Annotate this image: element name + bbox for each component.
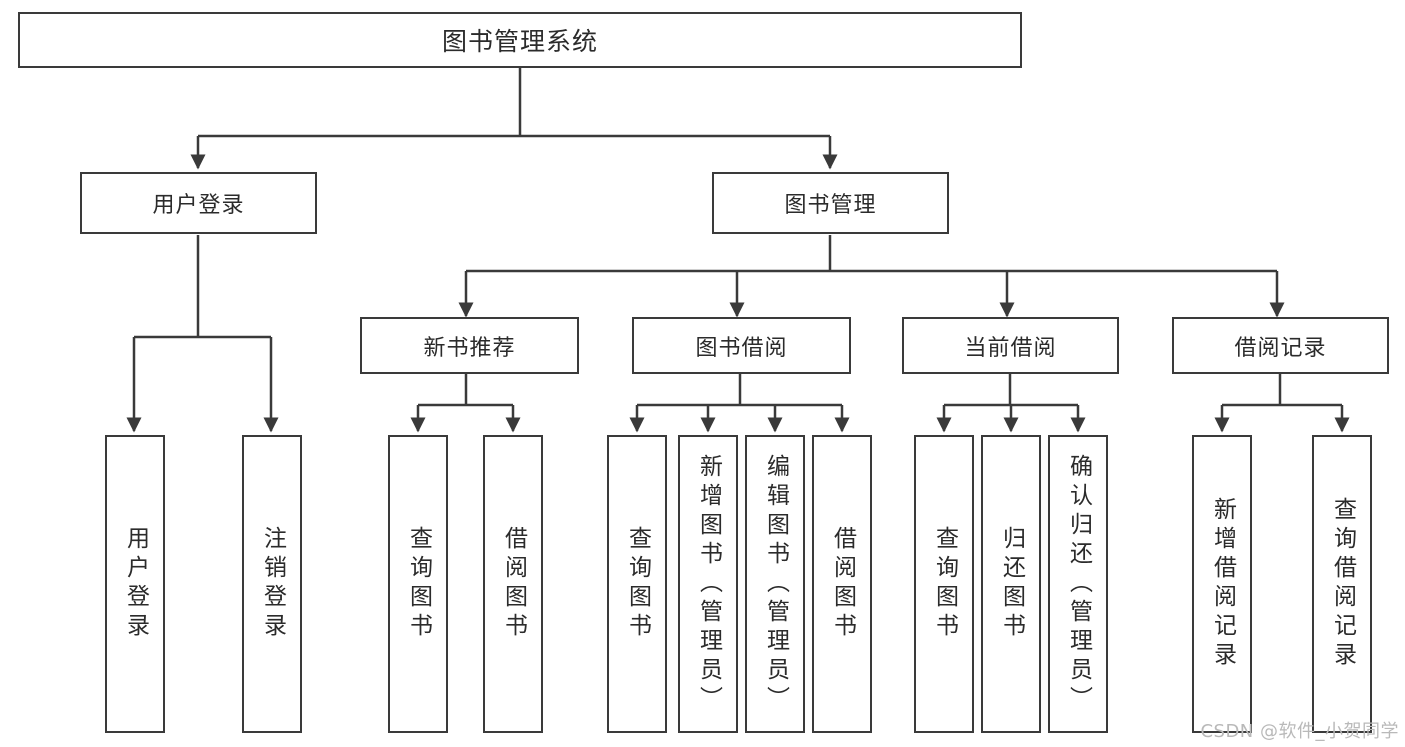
node-leaf-borrow-book-1-label: 借阅图书	[500, 526, 527, 642]
node-leaf-query-book-2[interactable]: 查询图书	[607, 435, 667, 733]
node-leaf-edit-book[interactable]: 编辑图书（管理员）	[745, 435, 805, 733]
node-borrow-record[interactable]: 借阅记录	[1172, 317, 1389, 374]
node-book-borrow[interactable]: 图书借阅	[632, 317, 851, 374]
node-leaf-query-book-1-label: 查询图书	[405, 526, 432, 642]
node-leaf-add-book-label: 新增图书（管理员）	[695, 453, 722, 715]
node-leaf-confirm-return[interactable]: 确认归还（管理员）	[1048, 435, 1108, 733]
node-book-borrow-label: 图书借阅	[695, 335, 788, 361]
node-root[interactable]: 图书管理系统	[18, 12, 1022, 68]
node-current-borrow-label: 当前借阅	[964, 335, 1057, 361]
node-leaf-logout-label: 注销登录	[259, 526, 286, 642]
node-leaf-borrow-book-1[interactable]: 借阅图书	[483, 435, 543, 733]
node-leaf-logout[interactable]: 注销登录	[242, 435, 302, 733]
node-leaf-confirm-return-label: 确认归还（管理员）	[1065, 453, 1092, 715]
node-leaf-query-book-3-label: 查询图书	[931, 526, 958, 642]
node-leaf-user-login[interactable]: 用户登录	[105, 435, 165, 733]
node-leaf-return-book[interactable]: 归还图书	[981, 435, 1041, 733]
node-leaf-user-login-label: 用户登录	[122, 526, 149, 642]
node-borrow-record-label: 借阅记录	[1234, 335, 1327, 361]
node-new-book-recommend[interactable]: 新书推荐	[360, 317, 579, 374]
node-leaf-query-book-2-label: 查询图书	[624, 526, 651, 642]
node-leaf-return-book-label: 归还图书	[998, 526, 1025, 642]
node-leaf-borrow-book-2[interactable]: 借阅图书	[812, 435, 872, 733]
node-new-book-recommend-label: 新书推荐	[423, 335, 516, 361]
node-leaf-borrow-book-2-label: 借阅图书	[829, 526, 856, 642]
node-leaf-query-record[interactable]: 查询借阅记录	[1312, 435, 1372, 733]
node-leaf-add-record-label: 新增借阅记录	[1209, 497, 1236, 671]
node-leaf-edit-book-label: 编辑图书（管理员）	[762, 453, 789, 715]
node-book-management-label: 图书管理	[784, 193, 877, 218]
node-leaf-query-record-label: 查询借阅记录	[1329, 497, 1356, 671]
node-book-management[interactable]: 图书管理	[712, 172, 949, 234]
node-root-label: 图书管理系统	[441, 27, 598, 56]
node-current-borrow[interactable]: 当前借阅	[902, 317, 1119, 374]
node-leaf-query-book-1[interactable]: 查询图书	[388, 435, 448, 733]
node-leaf-add-record[interactable]: 新增借阅记录	[1192, 435, 1252, 733]
node-user-login-label: 用户登录	[152, 193, 245, 218]
csdn-watermark: CSDN @软件_小贺同学	[1200, 721, 1399, 742]
node-user-login[interactable]: 用户登录	[80, 172, 317, 234]
node-leaf-add-book[interactable]: 新增图书（管理员）	[678, 435, 738, 733]
node-leaf-query-book-3[interactable]: 查询图书	[914, 435, 974, 733]
